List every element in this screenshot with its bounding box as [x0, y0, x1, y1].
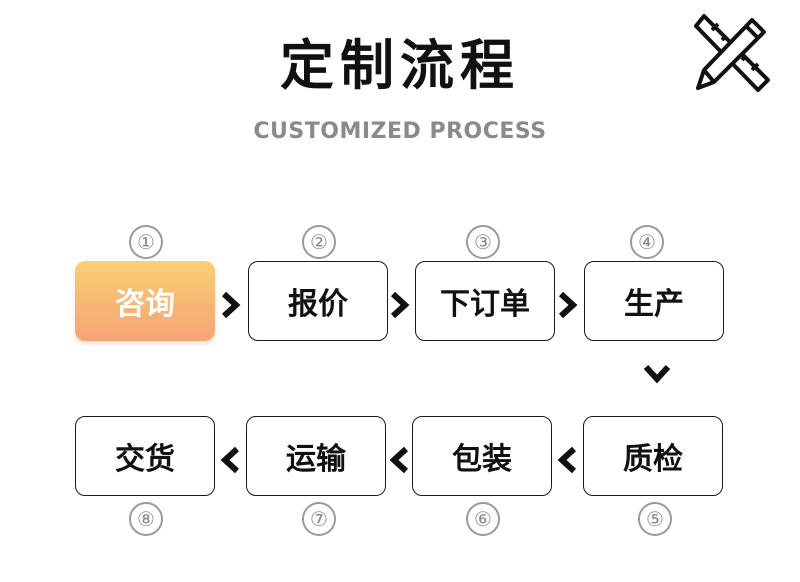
step-inspection[interactable]: 质检	[583, 416, 723, 496]
step-label: 包装	[452, 442, 512, 477]
page-subtitle: CUSTOMIZED PROCESS	[253, 119, 547, 144]
step-transport[interactable]: 运输	[246, 416, 386, 496]
step-label: 报价	[288, 287, 348, 322]
step-number-2: ②	[302, 225, 336, 259]
step-number-1: ①	[129, 225, 163, 259]
pencil-ruler-icon	[694, 14, 770, 92]
step-number-7: ⑦	[302, 502, 336, 536]
step-number-5: ⑤	[638, 502, 672, 536]
step-quote[interactable]: 报价	[248, 261, 388, 341]
step-packaging[interactable]: 包装	[412, 416, 552, 496]
step-label: 交货	[115, 442, 175, 477]
step-order[interactable]: 下订单	[415, 261, 555, 341]
step-delivery[interactable]: 交货	[75, 416, 215, 496]
step-production[interactable]: 生产	[584, 261, 724, 341]
step-label: 质检	[623, 442, 683, 477]
step-label: 生产	[624, 287, 684, 322]
chevron-left-icon	[389, 446, 409, 474]
page-title: 定制流程	[280, 34, 520, 97]
chevron-right-icon	[390, 291, 410, 319]
step-number-8: ⑧	[129, 502, 163, 536]
step-consult[interactable]: 咨询	[75, 261, 215, 341]
step-number-3: ③	[466, 225, 500, 259]
step-label: 运输	[286, 442, 346, 477]
step-number-4: ④	[630, 225, 664, 259]
step-number-6: ⑥	[466, 502, 500, 536]
chevron-left-icon	[220, 446, 240, 474]
step-label: 下订单	[440, 287, 530, 322]
step-label: 咨询	[115, 287, 175, 322]
chevron-left-icon	[557, 446, 577, 474]
chevron-down-icon	[643, 364, 671, 384]
chevron-right-icon	[558, 291, 578, 319]
chevron-right-icon	[221, 291, 241, 319]
